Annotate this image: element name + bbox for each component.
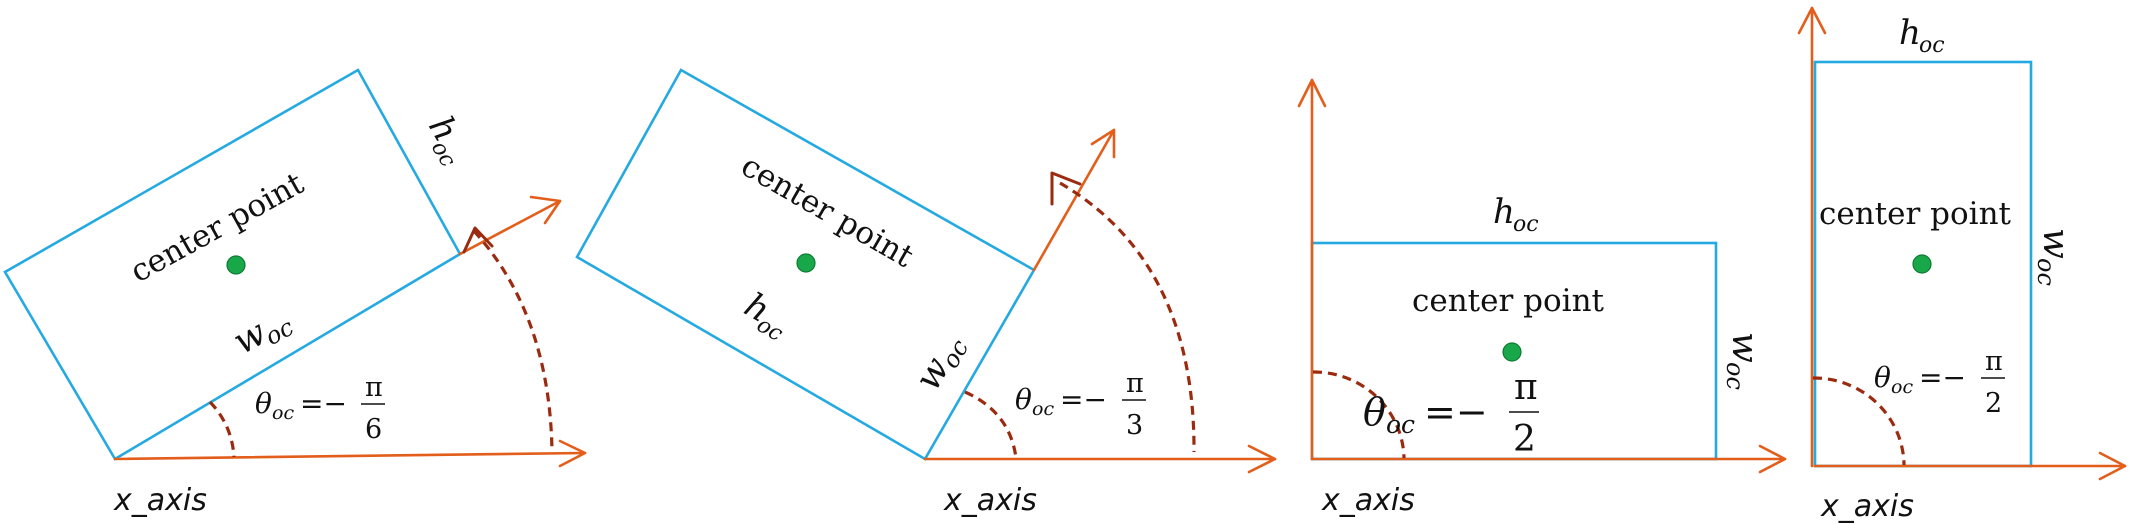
center-point-label: center point bbox=[1819, 196, 2012, 232]
h-label: h oc bbox=[738, 285, 787, 347]
theta-subscript: oc bbox=[1032, 398, 1054, 420]
panel-4: center point h oc w oc θ oc =− π 2 x_axi… bbox=[1797, 6, 2127, 524]
x-axis-arrowhead bbox=[1247, 444, 1277, 474]
equals-minus: =− bbox=[1919, 361, 1966, 394]
h-symbol: h bbox=[1493, 192, 1515, 232]
rotated-axis-line bbox=[1032, 128, 1116, 272]
x-axis-arrowhead bbox=[1758, 444, 1787, 474]
angle-arc bbox=[1312, 370, 1406, 459]
h-subscript: oc bbox=[1919, 33, 1945, 58]
h-label: h oc bbox=[1899, 13, 1945, 58]
pi-numerator: π bbox=[365, 372, 383, 403]
y-axis-arrowhead bbox=[1797, 6, 1827, 35]
panel-1: center point w oc h oc θ oc =− π 6 x_axi… bbox=[3, 68, 587, 518]
theta-subscript: oc bbox=[1891, 376, 1913, 398]
w-symbol: w bbox=[1724, 332, 1765, 363]
y-axis-arrowhead bbox=[1297, 78, 1327, 108]
center-point-label: center point bbox=[735, 148, 920, 275]
theta-subscript: oc bbox=[272, 402, 294, 424]
pi-denominator: 2 bbox=[1513, 419, 1536, 460]
w-label: w oc bbox=[2032, 228, 2076, 286]
pi-numerator: π bbox=[1514, 367, 1538, 408]
w-subscript: oc bbox=[2032, 258, 2060, 286]
panel-3: center point h oc w oc θ oc =− π 2 x_axi… bbox=[1297, 78, 1787, 518]
x-axis-label: x_axis bbox=[1321, 483, 1415, 518]
pi-denominator: 3 bbox=[1126, 410, 1143, 441]
w-label: w oc bbox=[907, 335, 974, 398]
theta-symbol: θ bbox=[1874, 361, 1891, 394]
x-axis-label: x_axis bbox=[113, 483, 207, 518]
center-point-dot bbox=[1502, 342, 1522, 362]
theta-equation: θ oc =− π 2 bbox=[1874, 346, 2005, 419]
theta-equation: θ oc =− π 6 bbox=[255, 372, 385, 445]
rotated-axis-arrowhead bbox=[1090, 128, 1116, 159]
oriented-box bbox=[575, 68, 1036, 461]
pi-numerator: π bbox=[1985, 346, 2003, 377]
center-point-dot bbox=[226, 255, 246, 275]
center-point-dot bbox=[796, 253, 816, 273]
h-subscript: oc bbox=[1513, 212, 1539, 237]
w-symbol: w bbox=[2035, 228, 2076, 259]
x-axis-line bbox=[113, 451, 587, 461]
rotated-axis-arrowhead bbox=[529, 195, 562, 225]
x-axis-label: x_axis bbox=[943, 483, 1037, 518]
h-symbol: h bbox=[1899, 13, 1921, 53]
w-subscript: oc bbox=[1721, 362, 1749, 390]
equals-minus: =− bbox=[1424, 390, 1488, 434]
h-label: h oc bbox=[1493, 192, 1539, 237]
rotated-axis-line bbox=[458, 199, 562, 256]
small-angle-arc bbox=[964, 390, 1018, 459]
center-point-label: center point bbox=[1412, 283, 1605, 319]
theta-symbol: θ bbox=[1363, 390, 1386, 434]
pi-numerator: π bbox=[1126, 368, 1144, 399]
theta-symbol: θ bbox=[255, 387, 272, 420]
panel-2: center point h oc w oc θ oc =− π 3 x_axi… bbox=[575, 68, 1277, 518]
pi-denominator: 6 bbox=[365, 414, 382, 445]
equals-minus: =− bbox=[300, 387, 347, 420]
angle-arc bbox=[1812, 376, 1906, 466]
h-label: h oc bbox=[420, 110, 466, 172]
x-axis-arrowhead bbox=[2098, 451, 2127, 481]
large-angle-arc-arrowhead bbox=[462, 226, 494, 254]
x-axis-label: x_axis bbox=[1820, 489, 1914, 524]
pi-denominator: 2 bbox=[1985, 388, 2002, 419]
w-label: w oc bbox=[1721, 332, 1765, 390]
large-angle-arc bbox=[472, 229, 554, 453]
equals-minus: =− bbox=[1060, 383, 1107, 416]
theta-equation: θ oc =− π 3 bbox=[1015, 368, 1146, 441]
small-angle-arc bbox=[208, 400, 236, 458]
theta-symbol: θ bbox=[1015, 383, 1032, 416]
x-axis-arrowhead bbox=[558, 439, 587, 468]
theta-equation: θ oc =− π 2 bbox=[1363, 367, 1539, 460]
center-point-label: center point bbox=[124, 165, 310, 290]
theta-subscript: oc bbox=[1386, 410, 1415, 439]
center-point-dot bbox=[1912, 254, 1932, 274]
oriented-box bbox=[3, 68, 462, 461]
large-angle-arc-arrowhead bbox=[1050, 171, 1082, 206]
